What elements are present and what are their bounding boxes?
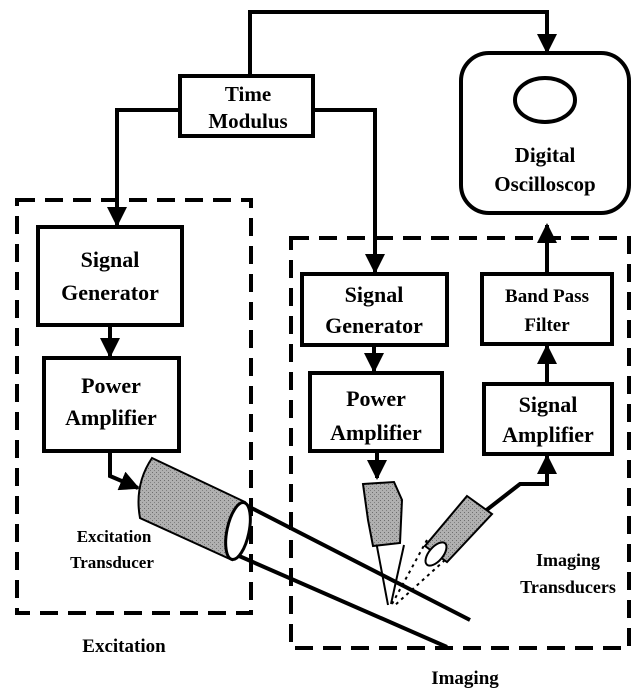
excitation-power-amplifier-label-1: Power (81, 373, 141, 398)
band-pass-filter-label-2: Filter (524, 315, 570, 336)
oscilloscope-label-1: Digital (515, 143, 576, 167)
imaging-transducer-transmit (361, 480, 404, 548)
time-modulus-block: Time Modulus (178, 74, 315, 138)
excitation-power-amplifier-block: Power Amplifier (42, 356, 181, 453)
beam-lines (229, 495, 471, 649)
signal-amplifier-block: Signal Amplifier (482, 382, 614, 456)
excitation-power-amplifier-label-2: Amplifier (65, 405, 157, 430)
band-pass-filter-label-1: Band Pass (505, 286, 589, 307)
arrow-time-to-excitation-generator (107, 108, 180, 227)
excitation-transducer-label-2: Transducer (70, 553, 154, 572)
imaging-signal-generator-block: Signal Generator (300, 272, 449, 347)
arrow-time-to-imaging-generator (313, 108, 385, 274)
signal-amplifier-label-2: Amplifier (502, 422, 594, 447)
imaging-region-box (289, 236, 631, 650)
cable-left-amplifier-to-excitation-transducer (108, 451, 140, 491)
oscilloscope-screen-icon (513, 76, 577, 124)
excitation-signal-generator-label-1: Signal (81, 247, 140, 272)
imaging-transducer-receive (423, 494, 494, 567)
imaging-transducers-label-1: Imaging (536, 550, 600, 570)
imaging-receive-beams (391, 539, 446, 607)
imaging-transducers-label-2: Transducers (520, 577, 616, 597)
imaging-signal-generator-label-2: Generator (325, 313, 423, 338)
arrow-time-to-oscilloscope (248, 10, 557, 75)
excitation-signal-generator-block: Signal Generator (36, 225, 184, 327)
cable-imaging-transducer-to-amplifier (482, 454, 557, 514)
excitation-region-box (15, 198, 253, 615)
imaging-power-amplifier-label-2: Amplifier (330, 420, 422, 445)
time-modulus-label-1: Time (225, 82, 271, 106)
excitation-transducer (137, 456, 252, 562)
imaging-region-label: Imaging (431, 668, 499, 689)
oscilloscope-label-2: Oscilloscop (494, 172, 596, 196)
signal-amplifier-label-1: Signal (519, 392, 578, 417)
excitation-region-label: Excitation (82, 636, 166, 657)
digital-oscilloscope-block: Digital Oscilloscop (459, 51, 631, 215)
connectors (100, 10, 557, 514)
time-modulus-label-2: Modulus (208, 109, 287, 133)
excitation-signal-generator-label-2: Generator (61, 280, 159, 305)
imaging-power-amplifier-label-1: Power (346, 386, 406, 411)
excitation-transducer-label-1: Excitation (77, 527, 152, 546)
imaging-power-amplifier-block: Power Amplifier (308, 371, 444, 453)
band-pass-filter-block: Band Pass Filter (480, 272, 614, 346)
imaging-signal-generator-label-1: Signal (345, 282, 404, 307)
